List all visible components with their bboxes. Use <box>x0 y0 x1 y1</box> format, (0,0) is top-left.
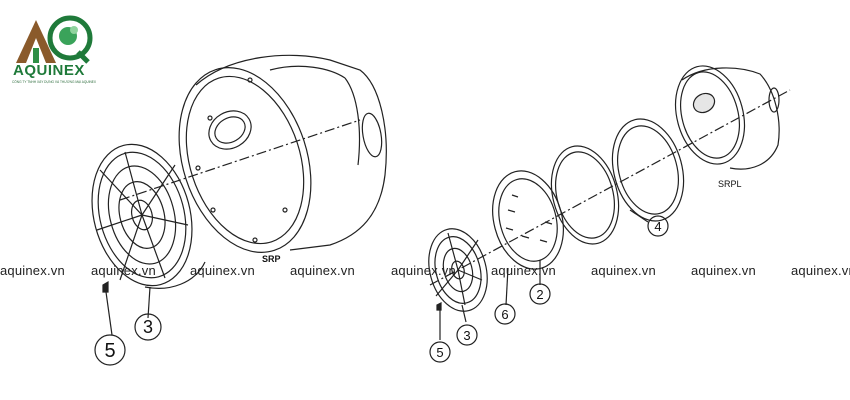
watermark-text: aquinex.vn <box>391 263 456 278</box>
callout-circle-5-left <box>94 334 126 366</box>
watermark-text: aquinex.vn <box>791 263 850 278</box>
watermark-text: aquinex.vn <box>190 263 255 278</box>
callout-circle-5-right <box>429 341 451 363</box>
callout-5-right: 5 <box>436 345 443 360</box>
housing-body-left <box>178 54 387 253</box>
mounting-ring <box>492 170 564 270</box>
grille-left <box>91 143 206 289</box>
model-label-srpl: SRPL <box>718 179 742 189</box>
watermark-text: aquinex.vn <box>691 263 756 278</box>
callout-circle-3-left <box>134 313 162 341</box>
callout-6: 6 <box>501 307 508 322</box>
aquinex-logo <box>16 15 93 64</box>
model-label-srp: SRP <box>262 254 281 264</box>
brand-name: AQUINEX <box>13 62 85 79</box>
watermark-text: aquinex.vn <box>0 263 65 278</box>
callout-5-left: 5 <box>104 340 115 362</box>
brand-tagline: CÔNG TY TNHH XÂY DỰNG VÀ THƯƠNG MẠI AQUI… <box>12 80 97 84</box>
gasket-ring-outer <box>611 118 685 222</box>
callout-circle-2 <box>529 283 551 305</box>
callout-circle-6 <box>494 303 516 325</box>
housing-body-right <box>674 65 780 170</box>
watermark-text: aquinex.vn <box>91 263 156 278</box>
callout-3-left: 3 <box>143 317 153 337</box>
watermark-text: aquinex.vn <box>290 263 355 278</box>
callout-circle-4 <box>647 215 669 237</box>
watermark-text: aquinex.vn <box>491 263 556 278</box>
grille-right <box>428 228 488 312</box>
callout-4: 4 <box>654 219 661 234</box>
callout-3-right: 3 <box>463 328 470 343</box>
callout-circle-3-right <box>456 324 478 346</box>
callout-2: 2 <box>536 287 543 302</box>
watermark-text: aquinex.vn <box>591 263 656 278</box>
screw-left <box>102 280 113 336</box>
